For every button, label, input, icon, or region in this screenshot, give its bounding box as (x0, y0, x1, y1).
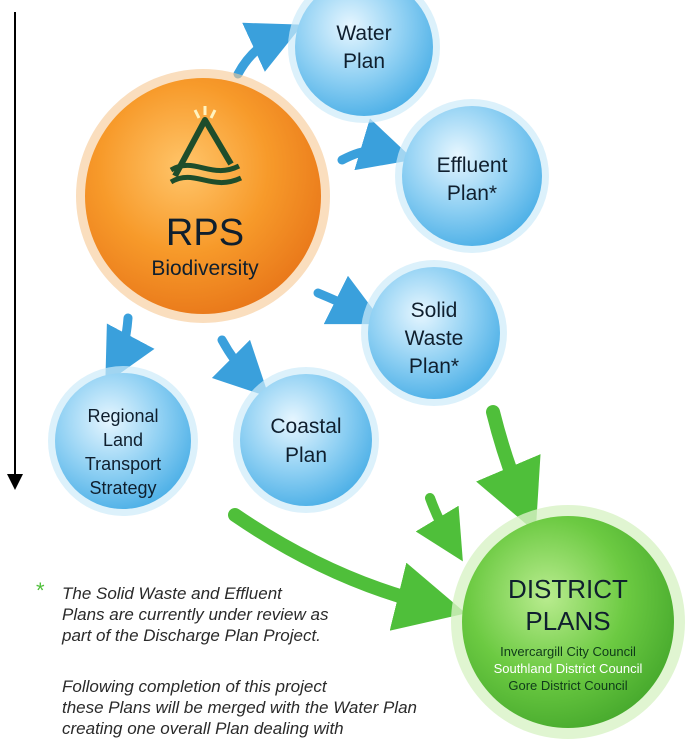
blue-arrow-transport (105, 313, 155, 384)
coastal-plan-node: Coastal Plan (233, 367, 379, 513)
effluent-plan-node: Effluent Plan* (395, 99, 549, 253)
transport-line-2: Land (103, 430, 143, 450)
footnote-1-line-1: The Solid Waste and Effluent (62, 584, 282, 603)
district-plans-node: DISTRICT PLANS Invercargill City Council… (451, 505, 685, 739)
footnote-2-line-1: Following completion of this project (62, 677, 327, 696)
transport-line-4: Strategy (89, 478, 156, 498)
transport-line-3: Transport (85, 454, 161, 474)
green-arrow-small (415, 493, 463, 562)
water-plan-line-1: Water (336, 22, 391, 45)
solid-waste-line-1: Solid (411, 299, 458, 322)
footnote-1-line-2: Plans are currently under review as (62, 605, 329, 624)
effluent-plan-line-1: Effluent (437, 154, 508, 177)
mountain-river-logo-icon (169, 106, 243, 185)
transport-line-1: Regional (87, 406, 158, 426)
blue-arrow-solid-waste (313, 275, 385, 325)
blue-arrow-effluent (337, 118, 414, 171)
footnote-1-line-3: part of the Discharge Plan Project. (62, 626, 321, 645)
council-invercargill: Invercargill City Council (500, 644, 636, 659)
green-arrow-solid-waste (476, 405, 541, 533)
rps-title: RPS (166, 212, 244, 254)
council-gore: Gore District Council (508, 678, 627, 693)
coastal-plan-line-1: Coastal (270, 415, 341, 438)
footnote-paragraph-1: The Solid Waste and Effluent Plans are c… (62, 583, 482, 646)
green-arrow-transport (228, 508, 466, 631)
council-southland: Southland District Council (494, 661, 643, 676)
water-plan-line-2: Plan (343, 50, 385, 73)
transport-strategy-node: Regional Land Transport Strategy (48, 366, 198, 516)
solid-waste-line-2: Waste (405, 327, 464, 350)
blue-arrow-coastal (211, 335, 270, 398)
solid-waste-line-3: Plan* (409, 355, 459, 378)
blue-arrow-water (233, 22, 303, 79)
footnote-paragraph-2: Following completion of this project the… (62, 676, 482, 739)
district-title-line-1: DISTRICT (508, 574, 628, 604)
water-plan-node: Water Plan (288, 0, 440, 123)
footnote-2-line-3: creating one overall Plan dealing with (62, 719, 344, 738)
rps-subtitle: Biodiversity (151, 257, 259, 280)
rps-node: RPS Biodiversity (76, 69, 330, 323)
solid-waste-plan-node: Solid Waste Plan* (361, 260, 507, 406)
district-title-line-2: PLANS (525, 606, 610, 636)
coastal-plan-line-2: Plan (285, 444, 327, 467)
effluent-plan-line-2: Plan* (447, 182, 497, 205)
footnote-marker: * (36, 578, 45, 603)
footnote-2-line-2: these Plans will be merged with the Wate… (62, 698, 417, 717)
